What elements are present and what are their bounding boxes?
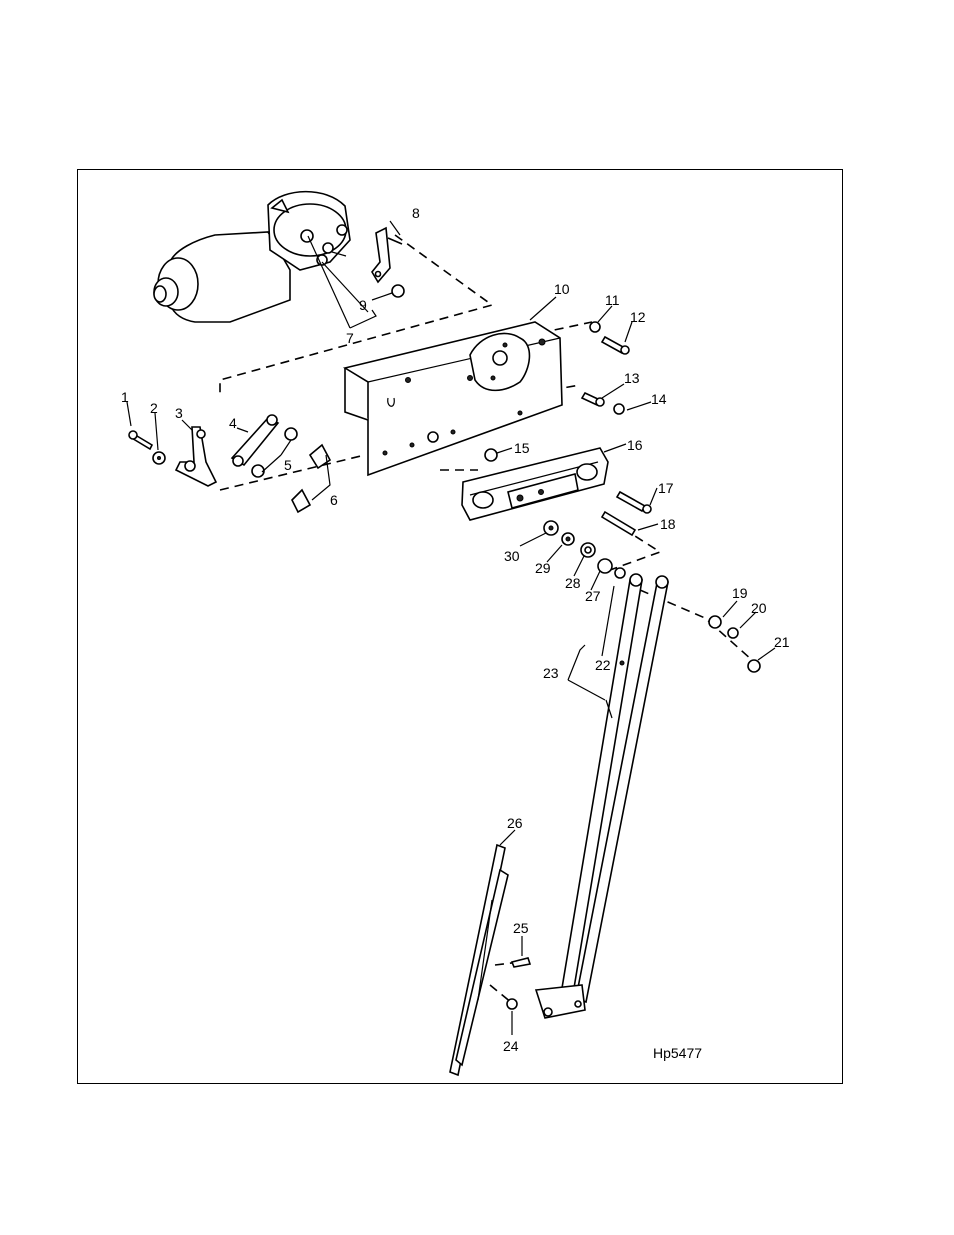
part-29-washer <box>561 532 575 546</box>
callout-labels: 1 2 3 4 5 6 7 8 9 10 11 12 13 14 15 16 1… <box>121 205 790 1054</box>
part-1-screw <box>128 430 154 451</box>
part-21-nut <box>747 659 761 673</box>
callout-9: 9 <box>359 297 367 313</box>
diagram-frame <box>77 169 843 1084</box>
callout-7: 7 <box>346 330 354 346</box>
part-23-wiper-arm <box>534 573 669 1019</box>
callout-25: 25 <box>513 920 529 936</box>
part-12-screw <box>600 335 630 355</box>
callout-15: 15 <box>514 440 530 456</box>
callout-4: 4 <box>229 415 237 431</box>
callout-18: 18 <box>660 516 676 532</box>
callout-3: 3 <box>175 405 183 421</box>
part-9-nut <box>391 284 405 298</box>
part-15-nut <box>484 448 498 462</box>
part-30-washer <box>543 520 559 536</box>
part-13-screw <box>580 391 605 407</box>
part-10-mounting-plate <box>342 321 563 477</box>
part-26-wiper-blade <box>449 843 509 1077</box>
part-27-bushing <box>597 558 626 579</box>
callout-14: 14 <box>651 391 667 407</box>
part-14-cap <box>613 403 625 415</box>
part-25-screw <box>510 957 532 968</box>
part-4-link <box>230 414 280 467</box>
figure-reference: Hp5477 <box>653 1045 702 1061</box>
callout-27: 27 <box>585 588 601 604</box>
callout-2: 2 <box>150 400 158 416</box>
callout-17: 17 <box>658 480 674 496</box>
part-3-crank-arm <box>174 426 218 487</box>
callout-29: 29 <box>535 560 551 576</box>
callout-20: 20 <box>751 600 767 616</box>
part-2-washer <box>152 451 166 465</box>
part-8-bracket <box>371 226 403 284</box>
callout-16: 16 <box>627 437 643 453</box>
callout-26: 26 <box>507 815 523 831</box>
callout-10: 10 <box>554 281 570 297</box>
callout-11: 11 <box>605 292 620 308</box>
leader-lines <box>126 220 776 1035</box>
callout-19: 19 <box>732 585 748 601</box>
callout-22: 22 <box>595 657 611 673</box>
part-19-washer <box>708 615 722 629</box>
wiper-motor <box>153 190 351 323</box>
part-17-bolt <box>615 490 652 514</box>
part-24-nut <box>506 998 518 1010</box>
part-16-pivot-housing <box>461 447 609 521</box>
part-11-washer <box>589 321 601 333</box>
callout-24: 24 <box>503 1038 519 1054</box>
part-18-stud <box>600 510 637 537</box>
callout-30: 30 <box>504 548 520 564</box>
part-28-nut <box>580 542 596 558</box>
callout-23: 23 <box>543 665 559 681</box>
callout-1: 1 <box>121 389 129 405</box>
callout-28: 28 <box>565 575 581 591</box>
callout-13: 13 <box>624 370 640 386</box>
callout-5: 5 <box>284 457 292 473</box>
callout-8: 8 <box>412 205 420 221</box>
callout-12: 12 <box>630 309 646 325</box>
part-6-clip <box>291 443 332 514</box>
callout-6: 6 <box>330 492 338 508</box>
callout-21: 21 <box>774 634 790 650</box>
part-20-nut <box>727 627 739 639</box>
